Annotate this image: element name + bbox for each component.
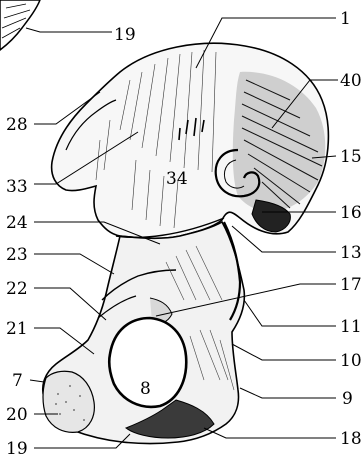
label-17: 17	[340, 275, 362, 295]
leader-23	[34, 254, 114, 274]
leader-9	[240, 388, 336, 398]
leader-10	[232, 344, 336, 360]
leader-7	[30, 380, 44, 382]
label-15: 15	[340, 147, 362, 167]
label-18: 18	[340, 429, 362, 449]
label-19-top: 19	[114, 25, 136, 45]
label-13: 13	[340, 243, 362, 263]
top-left-bone-fragment	[0, 0, 40, 50]
label-10: 10	[340, 351, 362, 371]
label-28: 28	[6, 115, 28, 135]
label-7: 7	[12, 371, 23, 391]
label-24: 24	[6, 213, 28, 233]
label-16: 16	[340, 203, 362, 223]
leader-11	[244, 300, 336, 326]
label-19-bottom: 19	[6, 439, 28, 459]
leader-22	[34, 288, 106, 320]
label-23: 23	[6, 245, 28, 265]
label-22: 22	[6, 279, 28, 299]
label-11: 11	[340, 317, 362, 337]
label-9: 9	[342, 389, 353, 409]
label-33: 33	[6, 177, 28, 197]
label-8: 8	[140, 379, 151, 399]
label-21: 21	[6, 319, 28, 339]
label-34: 34	[166, 169, 188, 189]
label-20: 20	[6, 405, 28, 425]
label-1: 1	[340, 9, 351, 29]
label-40: 40	[340, 71, 362, 91]
leader-19-top	[26, 28, 112, 32]
leader-18	[204, 428, 336, 438]
